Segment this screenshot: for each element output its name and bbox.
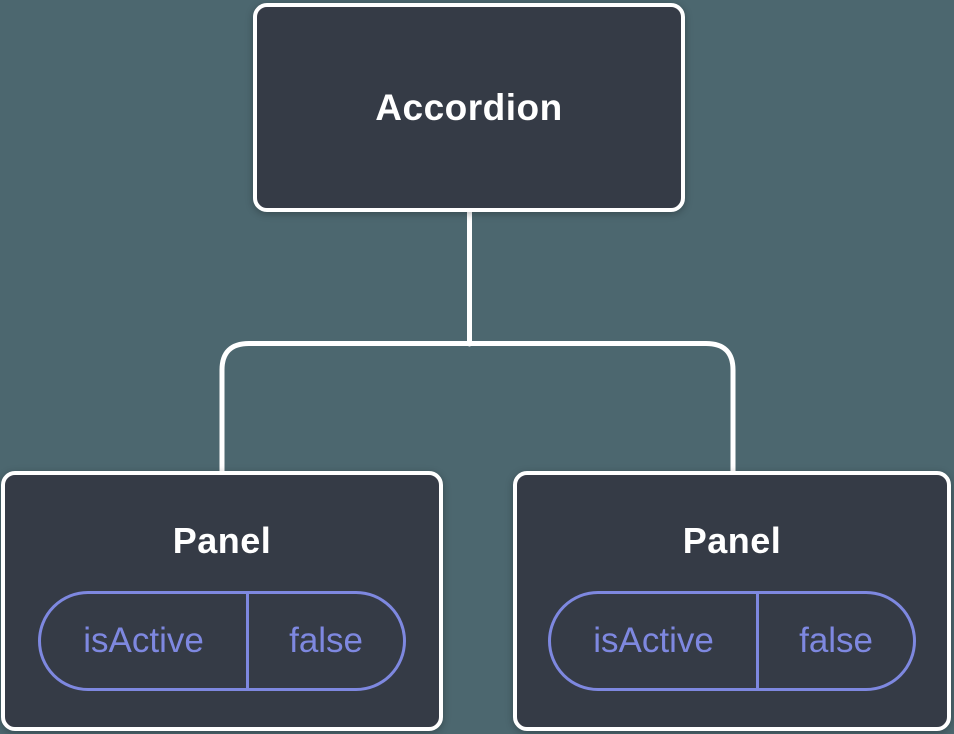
panel-right-state-pill: isActive false [548, 591, 916, 691]
panel-left-label: Panel [172, 520, 272, 561]
connector-branch [219, 341, 736, 478]
panel-left-state-pill: isActive false [38, 591, 406, 691]
state-key-label: isActive [41, 594, 250, 688]
accordion-node: Accordion [253, 3, 685, 212]
state-value-label: false [799, 621, 874, 660]
panel-node-right: Panel isActive false [513, 471, 951, 731]
panel-node-left: Panel isActive false [1, 471, 443, 731]
panel-right-label: Panel [682, 520, 782, 561]
state-value-label: false [289, 621, 364, 660]
state-key-label: isActive [551, 594, 760, 688]
accordion-label: Accordion [375, 86, 563, 128]
